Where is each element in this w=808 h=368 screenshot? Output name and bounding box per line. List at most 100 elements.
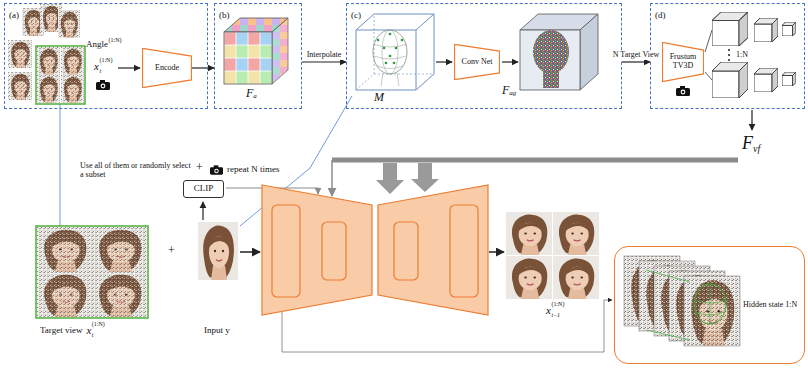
illustration-part (377, 39, 380, 42)
illustration-part (36, 46, 85, 104)
label-anchor: 1:N (736, 51, 748, 60)
illustration-part (782, 22, 796, 36)
illustration-part (272, 205, 300, 297)
clip-box: CLIP (183, 180, 224, 198)
subscript: t (99, 68, 101, 75)
illustration-part (37, 227, 92, 272)
illustration-part (401, 39, 404, 42)
label-anchor: t−1 (551, 312, 560, 319)
subscript: t (92, 332, 94, 339)
caption-label: Target view (40, 326, 82, 336)
connector-arrow (302, 61, 346, 62)
node-title: Encode (155, 64, 179, 73)
panel-tag: (b) (215, 9, 234, 23)
caption-label: Input y (204, 326, 230, 336)
illustration-part (382, 30, 398, 74)
module-trapezoid: Frustum TV3D (662, 42, 704, 82)
target-views (36, 226, 148, 318)
illustration-part (373, 30, 407, 74)
illustration-part (393, 62, 396, 65)
variable-label: x (546, 304, 551, 316)
illustration-part (394, 222, 418, 280)
variable-label: M (374, 91, 384, 104)
label-anchor: F (502, 84, 509, 97)
illustration-part (262, 185, 372, 315)
illustration-part (411, 163, 439, 192)
variable-label: x (94, 60, 99, 72)
illustration-part (389, 33, 392, 36)
count-label: 1:N (736, 51, 748, 60)
label-anchor: F (246, 87, 253, 100)
dashed-panel: (b) (214, 3, 302, 109)
panel-tag: (a) (5, 9, 23, 23)
edge-label-anchor: Interpolate (306, 51, 343, 60)
plus-sign: + (196, 161, 203, 174)
label-anchor: a (253, 93, 257, 101)
illustration-part (553, 212, 599, 255)
label-anchor: (1:N) (551, 301, 564, 308)
node-title: CLIP (194, 184, 214, 194)
label-anchor: x (94, 60, 99, 72)
subscript: vf (753, 143, 760, 154)
illustration-part (520, 30, 580, 90)
illustration-part (92, 272, 147, 317)
note-text: repeat N times (227, 165, 279, 175)
illustration-part (37, 75, 60, 103)
variable-label: Angle (86, 40, 108, 50)
illustration-part (450, 205, 478, 297)
illustration-part (37, 272, 92, 317)
illustration-part (332, 158, 738, 163)
trapezoid-shape (662, 42, 703, 81)
flow-arrow (751, 110, 752, 130)
illustration-part (712, 12, 748, 46)
node-title: Hidden state 1:N (743, 301, 801, 310)
superscript: (1:N) (99, 57, 112, 64)
denoised-views (506, 212, 599, 299)
variable-label: F (246, 87, 253, 100)
edge-label: Interpolate (306, 51, 343, 60)
label-anchor: x (86, 324, 91, 336)
illustration-part (356, 14, 434, 90)
trapezoid-shape (143, 48, 192, 87)
edge-label: N Target View (612, 51, 661, 60)
label-anchor: (1:N) (109, 37, 122, 44)
connector-arrow (192, 67, 214, 68)
illustration-part (61, 75, 84, 103)
module-trapezoid: Conv Net (454, 44, 500, 80)
illustration-part (356, 14, 434, 90)
label-anchor: Use all of them or randomly select a sub… (80, 162, 192, 180)
camera-icon (210, 165, 223, 174)
label-anchor: Target view (40, 326, 82, 336)
label-anchor: + (196, 161, 203, 174)
hidden-state-box: Hidden state 1:N (614, 246, 805, 364)
unet (262, 185, 488, 315)
illustration-part (646, 270, 726, 340)
illustration-part (533, 30, 569, 74)
label-anchor: (1:N) (92, 321, 105, 328)
illustration-part (8, 40, 32, 68)
connector-arrow (622, 61, 650, 62)
hidden-state-stack (624, 256, 740, 346)
illustration-part (395, 47, 398, 50)
illustration-part (754, 18, 778, 42)
node-title: Conv Net (462, 58, 493, 67)
label-anchor: + (168, 244, 175, 257)
node-title: Frustum TV3D (666, 53, 700, 71)
illustration-part (58, 10, 80, 38)
illustration-part (712, 62, 748, 98)
illustration-part (58, 10, 80, 38)
panel-tag: (c) (347, 9, 365, 23)
label-anchor: ag (509, 90, 516, 98)
flow-arrow (489, 251, 504, 253)
illustration-part (684, 276, 740, 346)
illustration-part (224, 32, 272, 84)
illustration-part (61, 47, 84, 75)
subscript: t−1 (551, 312, 560, 319)
flow-arrow (436, 61, 452, 62)
illustration-part (92, 272, 147, 317)
illustration-part (506, 212, 552, 255)
superscript: (1:N) (551, 301, 564, 308)
illustration-part (37, 75, 60, 103)
